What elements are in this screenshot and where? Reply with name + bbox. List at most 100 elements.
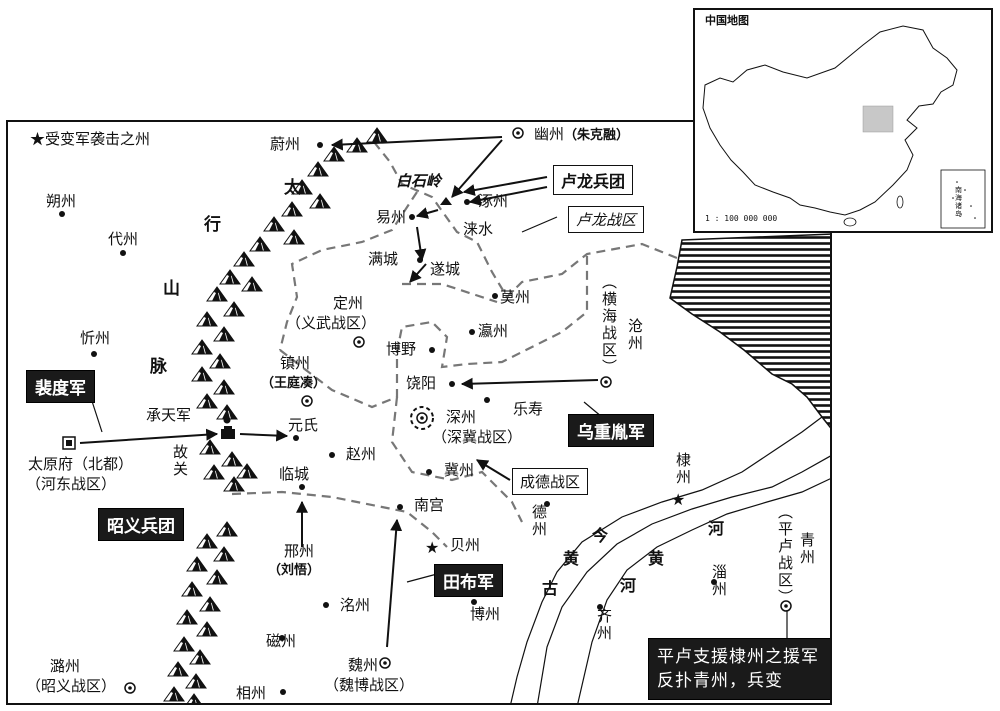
arrow-lulong-3 bbox=[468, 186, 548, 206]
arrow-tianbu bbox=[386, 518, 403, 648]
label-weizhou: 蔚州 bbox=[270, 135, 301, 153]
label-dizhou: 棣州 bbox=[674, 452, 692, 486]
callout-lulong-zone: 卢龙战区 bbox=[568, 206, 645, 233]
label-raoyang: 饶阳 bbox=[406, 374, 437, 392]
arrow-peidu bbox=[79, 428, 219, 444]
hainan bbox=[843, 217, 857, 227]
callout-chengde-zone: 成德战区 bbox=[512, 468, 589, 495]
callout-lulong-army: 卢龙兵团 bbox=[553, 165, 634, 195]
label-zhenzhou-person: （王庭凑） bbox=[261, 376, 327, 391]
label-yingzhou: 瀛州 bbox=[478, 322, 509, 340]
label-yiwu-zone: （义武战区） bbox=[286, 314, 377, 332]
mountain-label-tai: 太 bbox=[284, 178, 301, 198]
label-mancheng: 满城 bbox=[368, 250, 399, 268]
inset-highlight bbox=[862, 105, 894, 133]
label-hedong-zone: （河东战区） bbox=[26, 475, 117, 493]
arrow-mancheng-suicheng bbox=[409, 263, 427, 283]
coastline bbox=[510, 416, 823, 703]
river-label-1: 今 bbox=[592, 526, 609, 545]
arrow-baishiling-yizhou bbox=[415, 207, 439, 219]
legend-text: 受变军袭击之州 bbox=[45, 130, 151, 148]
label-cizhou: 磁州 bbox=[266, 632, 297, 650]
capital-weizhou bbox=[379, 657, 391, 669]
city-dot-zhuozhou bbox=[464, 199, 470, 205]
city-dot-daizhou bbox=[120, 250, 126, 256]
star-icon: ★ bbox=[30, 130, 46, 148]
arrow-lulong-1 bbox=[451, 139, 503, 198]
river-label-5: 河 bbox=[708, 519, 725, 538]
capital-qingzhou bbox=[780, 600, 792, 612]
label-luzhou: 潞州 bbox=[50, 657, 81, 675]
yellow-river-north bbox=[537, 455, 830, 703]
label-yuanshi: 元氏 bbox=[288, 416, 319, 434]
arrow-cangzhou-raoyang bbox=[460, 377, 599, 390]
capital-luzhou bbox=[124, 682, 136, 694]
china-outline bbox=[702, 25, 958, 216]
inset-svg bbox=[702, 25, 986, 229]
label-suicheng: 遂城 bbox=[430, 260, 461, 278]
label-dingzhou: 定州 bbox=[333, 294, 364, 312]
label-henghai-zone: （横海战区） bbox=[600, 274, 618, 376]
capital-zhenzhou bbox=[301, 395, 313, 407]
pointer-tianbu bbox=[406, 573, 438, 583]
mountain-label-mai: 脉 bbox=[150, 357, 167, 377]
fort-chengtianjun bbox=[221, 426, 235, 439]
label-youzhou: 幽州（朱克融） bbox=[534, 125, 630, 143]
label-weizhou2: 魏州 bbox=[348, 656, 379, 674]
city-dot-mancheng bbox=[417, 257, 423, 263]
label-baishiling: 白石岭 bbox=[396, 172, 442, 190]
label-taiyuan: 太原府（北都） bbox=[28, 455, 134, 473]
callout-pinglu-note: 平卢支援棣州之援军反扑青州，兵变 bbox=[648, 638, 830, 700]
label-qingzhou: 青州 bbox=[798, 532, 816, 566]
inset-china-map: 中国地图 1 : 100 000 000 南海诸岛 bbox=[693, 8, 993, 233]
label-pinglu-zone: （平卢战区） bbox=[776, 504, 794, 606]
city-dot-raoyang bbox=[449, 381, 455, 387]
boundary-chengde bbox=[279, 252, 589, 409]
label-bozhou: 博州 bbox=[470, 605, 501, 623]
callout-peidu-army: 裴度军 bbox=[26, 370, 95, 403]
city-dot-yingzhou bbox=[469, 329, 475, 335]
label-xinzhou: 忻州 bbox=[80, 329, 111, 347]
label-dezhou: 德州 bbox=[530, 504, 548, 538]
label-cangzhou: 沧州 bbox=[626, 318, 644, 352]
city-dot-mozhou bbox=[492, 293, 498, 299]
label-laishui: 涞水 bbox=[463, 220, 494, 238]
capital-youzhou bbox=[512, 127, 524, 139]
city-dot-xinzhou bbox=[91, 351, 97, 357]
boundary-lulong bbox=[373, 141, 683, 299]
label-daizhou: 代州 bbox=[108, 230, 139, 248]
label-mingzhou: 洺州 bbox=[340, 596, 371, 614]
boundary-inner-north bbox=[402, 282, 498, 304]
star-marker-beizhou: ★ bbox=[425, 538, 439, 557]
river-label-2: 黄 bbox=[563, 549, 580, 568]
boundary-yiwu bbox=[278, 191, 418, 351]
label-weibo-zone: （魏博战区） bbox=[324, 676, 415, 694]
city-dot-bozhou bbox=[471, 599, 477, 605]
capital-shenzhou bbox=[410, 406, 434, 430]
callout-zhaoyi-army: 昭义兵团 bbox=[98, 508, 184, 541]
taiwan bbox=[896, 195, 904, 209]
label-xingzhou-person: （刘悟） bbox=[268, 563, 321, 578]
city-dot-nangong bbox=[397, 504, 403, 510]
label-shuozhou: 朔州 bbox=[46, 192, 77, 210]
label-nangong: 南宫 bbox=[414, 496, 445, 514]
star-marker-dizhou: ★ bbox=[671, 490, 685, 509]
city-dot-zhaozhou bbox=[329, 452, 335, 458]
label-chengtianjun: 承天军 bbox=[146, 406, 192, 424]
arrow-chengde-label bbox=[475, 459, 511, 481]
city-dot-shuozhou bbox=[59, 211, 65, 217]
label-zhenzhou: 镇州 bbox=[280, 354, 311, 372]
label-xiangzhou: 相州 bbox=[236, 684, 267, 702]
city-dot-chengtianjun bbox=[223, 416, 231, 424]
label-zhuozhou: 涿州 bbox=[478, 192, 509, 210]
mountain-label-xing: 行 bbox=[204, 215, 221, 235]
city-dot-cizhou bbox=[279, 635, 285, 641]
label-beizhou: 贝州 bbox=[450, 536, 481, 554]
label-qizhou: 齐州 bbox=[595, 608, 613, 642]
label-zizhou: 淄州 bbox=[710, 564, 728, 598]
label-lincheng: 临城 bbox=[279, 465, 310, 483]
inset-title: 中国地图 bbox=[705, 14, 749, 27]
arrow-chengtian-yuanshi bbox=[239, 429, 289, 442]
map-canvas: ★ ★ bbox=[59, 127, 830, 703]
inset-sea-label: 南海诸岛 bbox=[955, 186, 962, 218]
